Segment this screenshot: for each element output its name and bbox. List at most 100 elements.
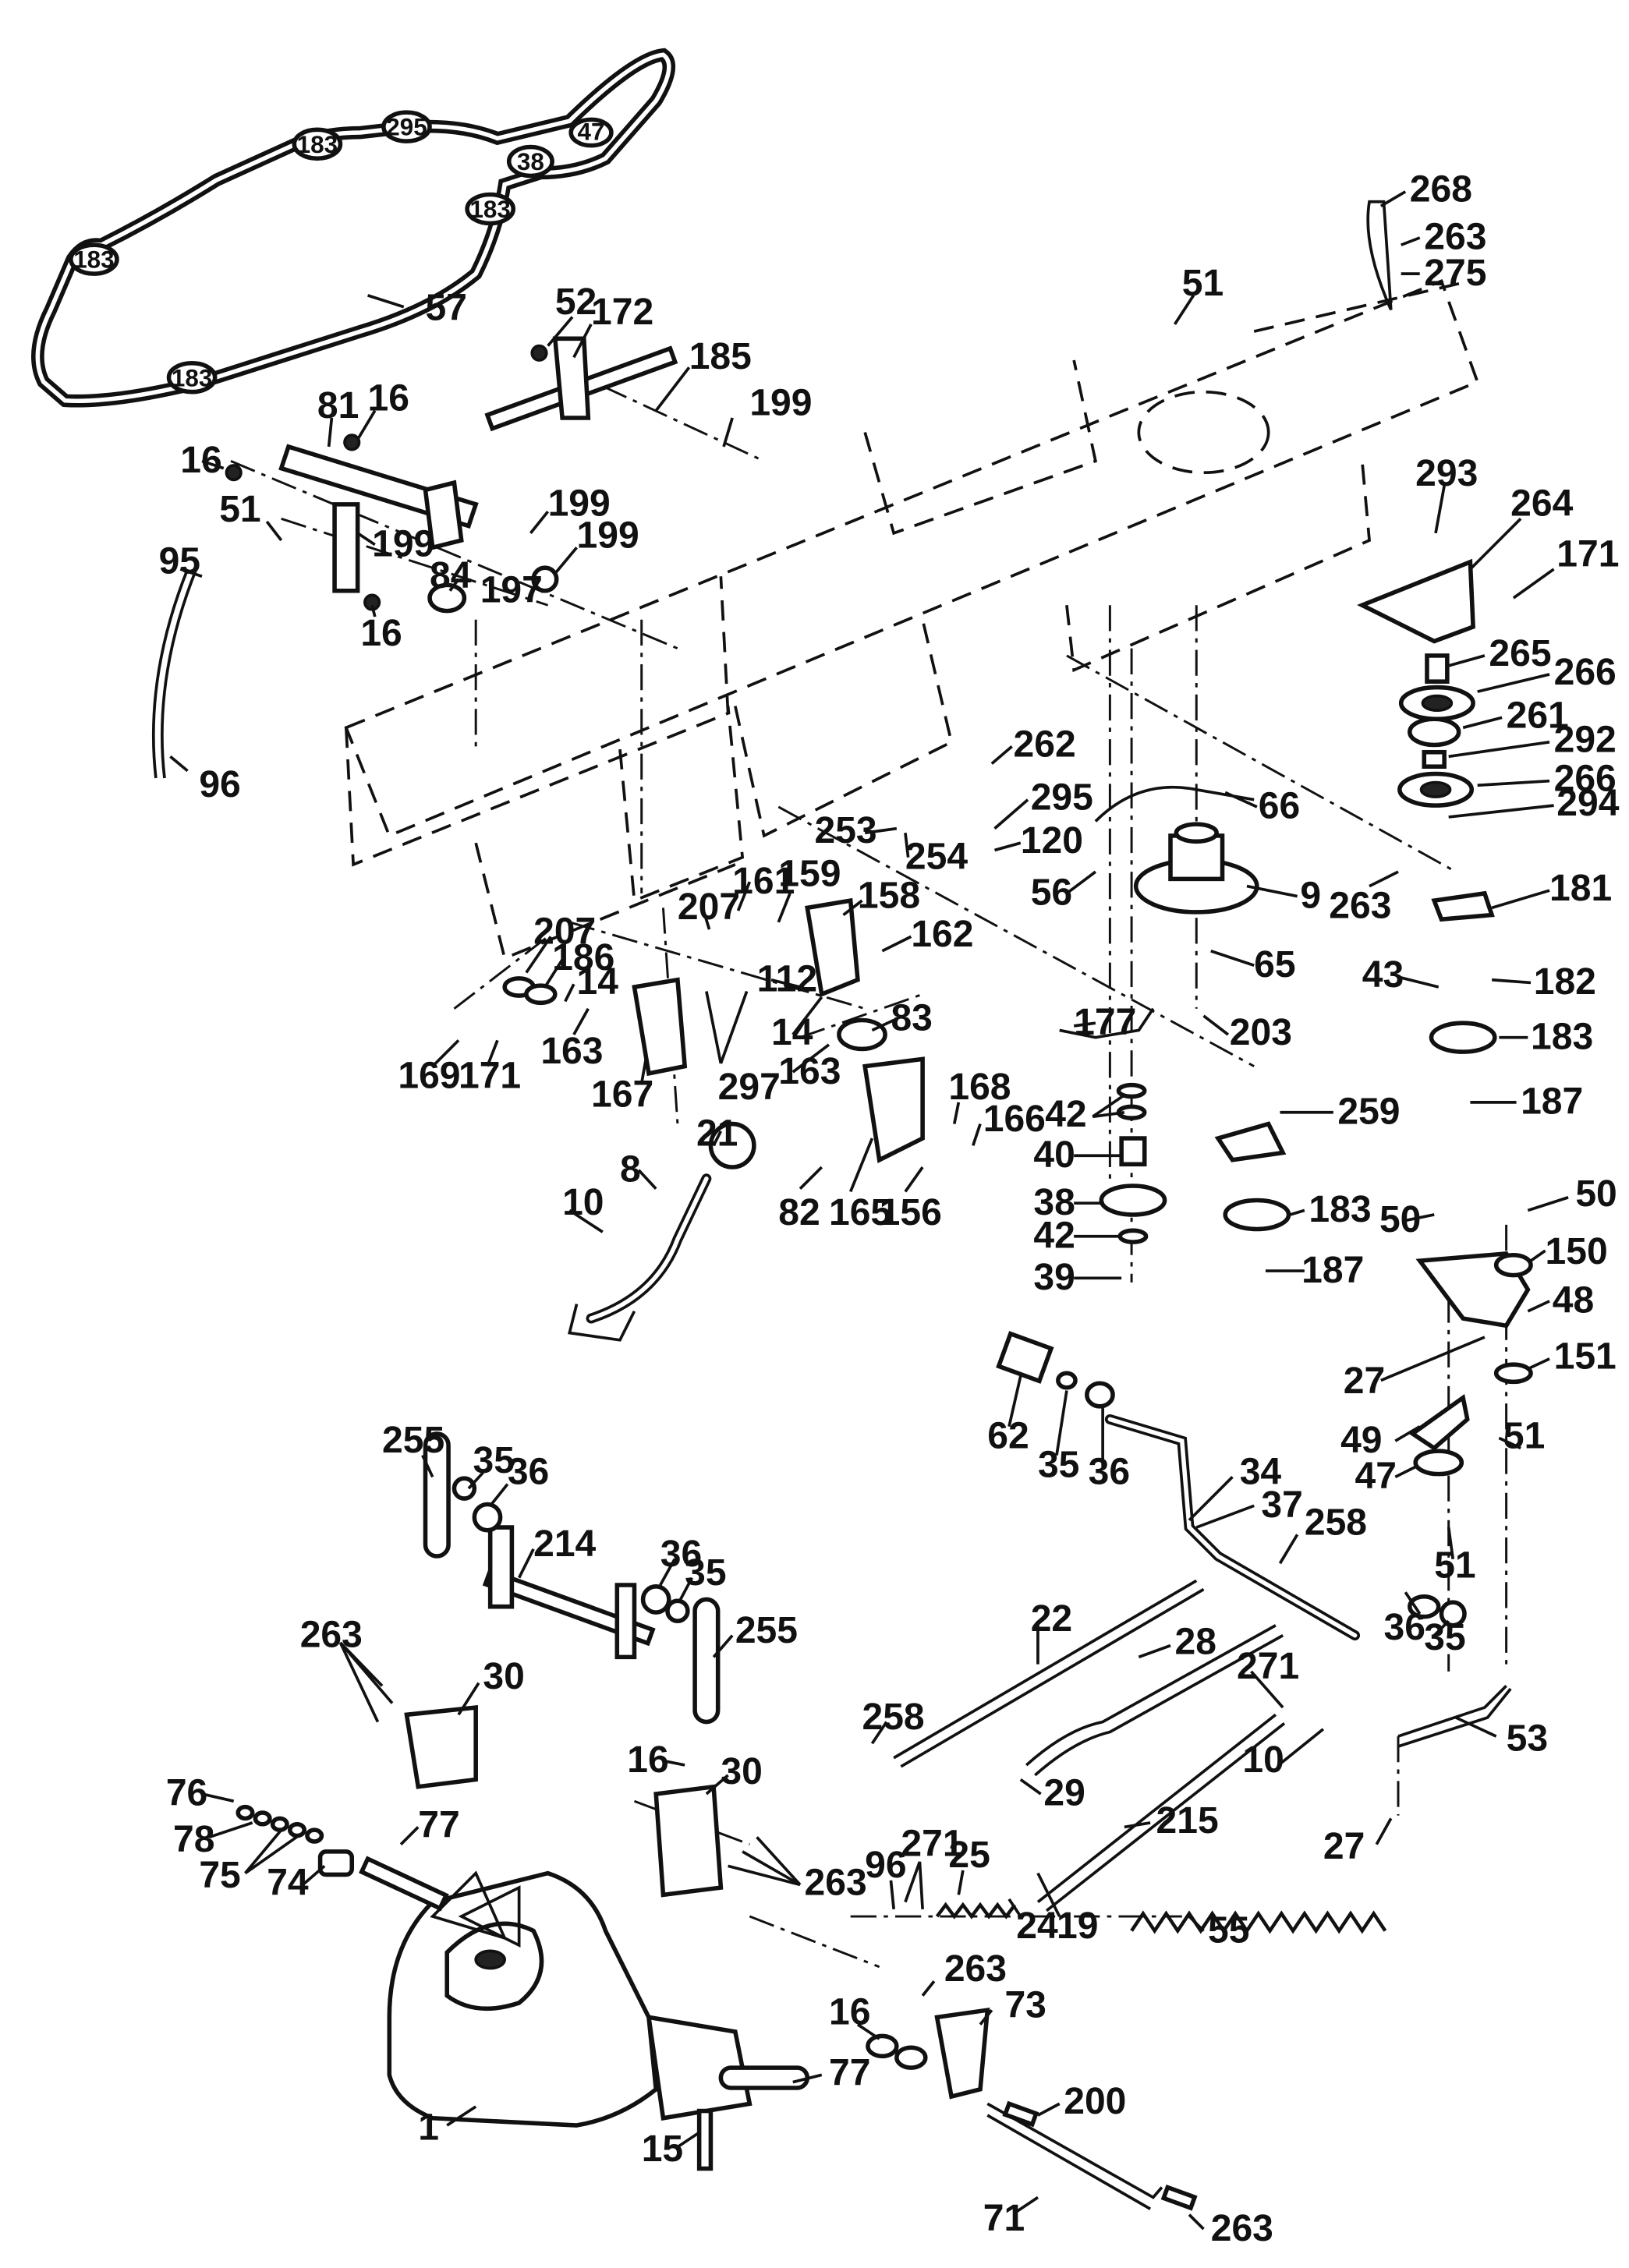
callout-48: 48 [1553,1280,1594,1322]
callout-30a: 30 [483,1656,524,1697]
callout-254: 254 [905,836,968,877]
callout-50a: 50 [1575,1173,1617,1215]
callout-78: 78 [173,1819,214,1860]
chassis-frame-dashed [344,278,1479,961]
callout-165: 165 [829,1192,891,1233]
belt-pulley-markers: 183 295 47 38 183 183 183 [69,110,614,395]
belt-marker-183-mid: 183 [465,192,516,226]
callout-16d: 16 [627,1739,668,1781]
callout-197: 197 [480,570,543,611]
shift-lever-assembly [502,897,925,1342]
callout-95: 95 [159,541,200,582]
callout-262: 262 [1014,724,1076,765]
leader-lines [169,190,1569,2231]
callout-96a: 96 [199,764,240,805]
callout-258a: 258 [1305,1502,1367,1543]
callout-36a: 36 [1089,1452,1130,1493]
callout-47: 47 [1355,1456,1397,1497]
svg-text:183: 183 [297,131,338,158]
callout-40: 40 [1033,1134,1075,1176]
callout-10a: 10 [562,1182,604,1223]
callout-42a: 42 [1045,1094,1086,1135]
callout-183b: 183 [1309,1189,1371,1230]
lower-bracket-lever [866,2007,1198,2211]
callout-199a: 199 [749,382,812,423]
callout-35c: 35 [685,1552,726,1594]
callout-83: 83 [891,997,932,1038]
transaxle [235,1804,810,2171]
callout-51d: 51 [1434,1545,1475,1587]
callout-182: 182 [1534,961,1596,1003]
springs [935,1902,1387,1934]
callout-10b: 10 [1242,1739,1284,1781]
callout-29: 29 [1043,1773,1085,1814]
callout-255b: 255 [735,1610,798,1651]
callout-187a: 187 [1521,1081,1583,1123]
callout-27b: 27 [1323,1826,1365,1867]
callout-56: 56 [1031,872,1072,914]
callout-292: 292 [1554,720,1617,761]
callout-199c: 51 [219,489,260,530]
callout-186: 186 [552,937,614,978]
callout-263a: 263 [1424,217,1486,258]
callout-8: 8 [620,1148,641,1190]
callout-28: 28 [1175,1622,1216,1663]
callout-265: 265 [1489,633,1551,674]
callout-14a: 14 [577,961,619,1003]
callout-215: 215 [1156,1800,1219,1842]
svg-text:47: 47 [578,118,605,145]
callout-77a: 77 [418,1804,459,1845]
callout-16c: 16 [360,613,402,654]
callout-81: 81 [317,385,359,426]
callout-16b: 16 [180,440,221,481]
callout-57: 57 [425,287,466,328]
callout-50b: 50 [1379,1199,1421,1240]
callout-16e: 16 [829,1992,870,2033]
callout-51a: 199 [577,515,639,556]
callout-52: 52 [555,281,597,323]
callout-271a: 271 [1237,1646,1299,1687]
callout-112: 112 [757,959,818,1000]
callout-150: 150 [1546,1231,1608,1272]
callout-214: 214 [533,1523,596,1565]
callout-259: 259 [1337,1092,1400,1133]
callout-35b: 35 [473,1440,514,1481]
callout-66: 66 [1259,786,1300,827]
callout-15: 15 [642,2128,683,2170]
callout-263d: 263 [805,1862,867,1903]
callout-82: 82 [778,1192,820,1233]
callout-16a: 16 [368,378,409,419]
callout-200: 200 [1064,2081,1126,2122]
callout-36c: 36 [660,1534,702,1575]
callout-38: 38 [1033,1182,1075,1223]
callout-22: 22 [1031,1598,1072,1640]
belt-marker-38: 38 [506,144,554,179]
callout-293: 293 [1415,453,1478,494]
drive-belt [31,48,676,408]
callout-73: 73 [1004,1984,1046,2026]
callout-207b: 207 [533,911,596,953]
callout-1: 1 [418,2107,439,2149]
callout-263f: 263 [1211,2208,1273,2249]
callout-76: 76 [166,1773,207,1814]
callout-42b: 42 [1033,1215,1075,1257]
callout-263e: 263 [944,1948,1007,1990]
callout-49: 49 [1340,1420,1382,1461]
callout-169: 169 [398,1055,460,1096]
callout-268: 268 [1410,169,1472,211]
callout-9: 9 [1300,875,1321,916]
callout-255a: 255 [382,1420,444,1461]
callout-120: 120 [1021,820,1083,862]
callout-75: 75 [199,1855,240,1896]
callout-39: 39 [1033,1257,1075,1298]
pulley-stack-center [1059,890,1497,1244]
callout-172: 172 [591,292,653,333]
callout-171a: 171 [1556,533,1619,575]
callout-263b: 263 [1329,885,1391,926]
callout-24: 24 [1016,1905,1058,1947]
parking-brake-linkage [151,336,678,779]
callout-199d: 84 [430,555,472,596]
callout-159: 159 [778,854,841,895]
callout-187b: 187 [1301,1250,1364,1291]
callout-297: 297 [718,1067,781,1108]
